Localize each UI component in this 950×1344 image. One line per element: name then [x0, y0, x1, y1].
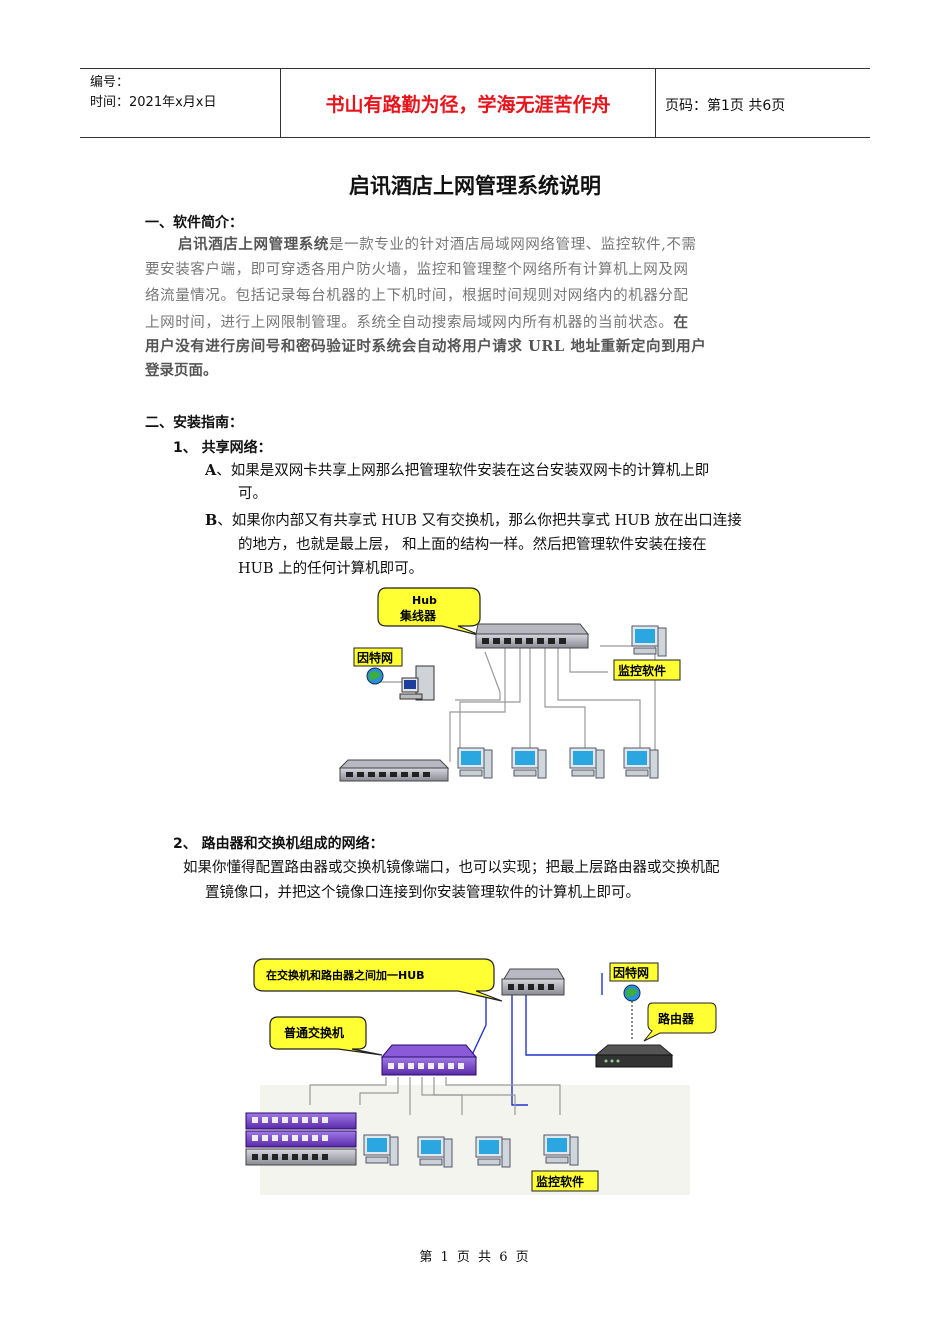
item-b-line2: 的地方，也就是最上层， 和上面的结构一样。然后把管理软件安装在接在: [238, 537, 707, 553]
server-computer-icon: [399, 665, 435, 701]
router-label: 路由器: [658, 1011, 695, 1026]
internet-label: 因特网: [613, 965, 649, 980]
subsection-shared-network: 1、 共享网络：: [173, 440, 272, 456]
switch-device: [338, 759, 450, 782]
item-b-line1: B、如果你内部又有共享式 HUB 又有交换机，那么你把共享式 HUB 放在出口连…: [205, 508, 742, 534]
monitor-callout: 监控软件: [531, 1170, 599, 1192]
add-hub-label: 在交换机和路由器之间加一HUB: [266, 968, 425, 982]
monitor-label: 监控软件: [618, 663, 666, 678]
subsection-router-switch: 2、 路由器和交换机组成的网络：: [173, 836, 384, 852]
client-computer-icon: [569, 747, 605, 779]
monitor-label: 监控软件: [536, 1174, 584, 1189]
switch-device: [380, 1044, 478, 1076]
client-computer-icon: [457, 747, 493, 779]
section2-heading: 二、安装指南：: [145, 415, 243, 431]
number-label: 编号：: [90, 75, 130, 90]
hub-network-diagram: Hub 集线器 因特网 监控软件: [338, 587, 681, 782]
item-b-marker: B: [205, 512, 218, 529]
motto: 书山有路勤为径，学海无涯苦作舟: [280, 69, 656, 137]
item-b-text: 、如果你内部又有共享式 HUB 又有交换机，那么你把共享式 HUB 放在出口连接: [217, 513, 742, 529]
monitor-computer-icon: [631, 625, 667, 657]
stacked-switches: [245, 1112, 357, 1166]
client-computer-icon: [417, 1136, 453, 1168]
client-computer-icon: [511, 747, 547, 779]
item-b-line3: HUB 上的任何计算机即可。: [238, 561, 424, 577]
time-label: 时间：2021年x月x日: [90, 95, 217, 110]
switch-callout: 普通交换机: [269, 1016, 383, 1056]
page-footer: 第 1 页 共 6 页: [419, 1250, 531, 1265]
doc-title: 启讯酒店上网管理系统说明: [349, 174, 601, 198]
product-name: 启讯酒店上网管理系统: [178, 236, 329, 253]
header-meta: 编号： 时间：2021年x月x日: [80, 69, 280, 137]
item-a-line2: 可。: [238, 486, 267, 502]
s1-line4: 上网时间，进行上网限制管理。系统全自动搜索局域网内所有机器的当前状态。在: [145, 310, 689, 336]
s1-line4-gray: 上网时间，进行上网限制管理。系统全自动搜索局域网内所有机器的当前状态。: [145, 315, 674, 331]
internet-icon: 因特网: [609, 962, 659, 1002]
switch-label: 普通交换机: [284, 1025, 344, 1040]
hub-device: [475, 623, 590, 649]
item-c-line2: 置镜像口，并把这个镜像口连接到你安装管理软件的计算机上即可。: [205, 885, 640, 901]
monitor-computer-icon: [543, 1134, 579, 1166]
hub-device: [501, 968, 565, 996]
client-computer-icon: [363, 1134, 399, 1166]
item-c-line1: 如果你懂得配置路由器或交换机镜像端口，也可以实现；把最上层路由器或交换机配: [183, 860, 720, 876]
page-label: 页码：第1页 共6页: [665, 98, 786, 114]
section1-heading: 一、软件简介：: [145, 215, 243, 231]
s1-line1: 启讯酒店上网管理系统是一款专业的针对酒店局域网网络管理、监控软件,不需: [178, 232, 697, 258]
item-a-marker: A: [205, 462, 217, 479]
internet-icon: 因特网: [353, 647, 403, 685]
item-a-text: 、如果是双网卡共享上网那么把管理软件安装在这台安装双网卡的计算机上即: [216, 463, 710, 479]
monitor-callout: 监控软件: [613, 659, 681, 681]
s1-line3: 络流量情况。包括记录每台机器的上下机时间，根据时间规则对网络内的机器分配: [145, 288, 689, 304]
client-computer-icon: [475, 1136, 511, 1168]
s1-line1-rest: 是一款专业的针对酒店局域网网络管理、监控软件,不需: [329, 237, 697, 253]
client-computer-icon: [623, 747, 659, 779]
s1-line2: 要安装客户端，即可穿透各用户防火墙，监控和管理整个网络所有计算机上网及网: [145, 262, 689, 278]
router-callout: 路由器: [643, 1002, 717, 1042]
router-switch-diagram: 在交换机和路由器之间加一HUB 因特网 路由器 普通交换机: [245, 958, 717, 1195]
hub-callout: Hub 集线器: [377, 587, 483, 637]
hub-label-1: Hub: [412, 594, 437, 607]
router-device: [594, 1044, 674, 1068]
add-hub-callout: 在交换机和路由器之间加一HUB: [253, 958, 503, 1002]
item-a-line1: A、如果是双网卡共享上网那么把管理软件安装在这台安装双网卡的计算机上即: [205, 458, 709, 484]
s1-line6: 登录页面。: [145, 362, 218, 379]
page-header: 编号： 时间：2021年x月x日 书山有路勤为径，学海无涯苦作舟 页码：第1页 …: [80, 68, 870, 138]
s1-line4-bold: 在: [673, 314, 689, 331]
internet-label: 因特网: [357, 650, 393, 665]
s1-line5: 用户没有进行房间号和密码验证时系统会自动将用户请求 URL 地址重新定向到用户: [145, 338, 707, 355]
hub-label-2: 集线器: [399, 608, 437, 623]
